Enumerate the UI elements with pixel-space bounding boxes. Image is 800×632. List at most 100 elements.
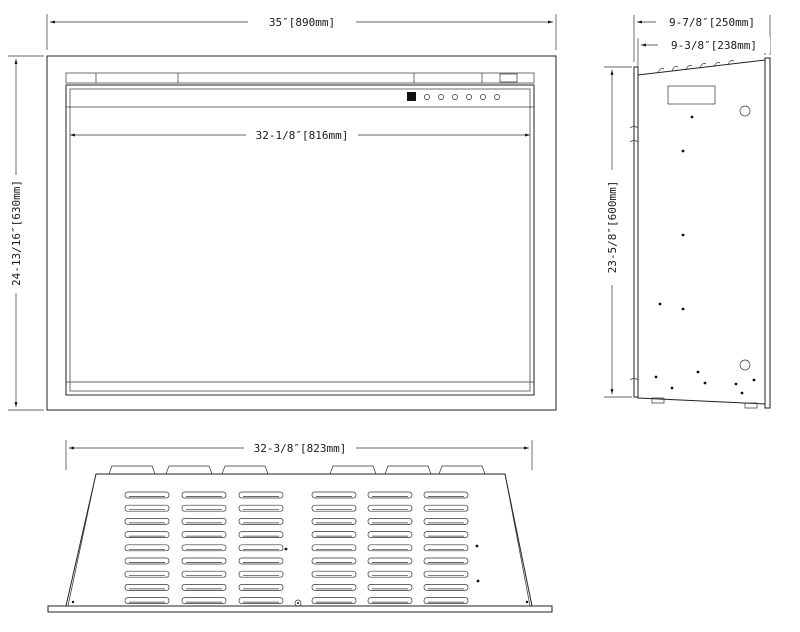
vent-slot bbox=[367, 557, 413, 565]
side-depth-body-label: 9-3/8″[238mm] bbox=[671, 39, 757, 52]
vent-slot bbox=[423, 504, 469, 512]
vent-slot bbox=[311, 557, 357, 565]
top-caps bbox=[108, 465, 486, 475]
power-button bbox=[494, 94, 500, 100]
control-button bbox=[466, 94, 472, 100]
side-front-face bbox=[633, 66, 639, 398]
vent-slot bbox=[367, 531, 413, 538]
vent-slot bbox=[238, 597, 284, 604]
vent-slot bbox=[124, 504, 170, 512]
vent-slot bbox=[181, 504, 227, 512]
top-center-screw bbox=[294, 599, 302, 607]
top-view: 32-3/8″[823mm] bbox=[47, 440, 553, 613]
front-top-trim bbox=[65, 72, 535, 84]
side-view: 9-7/8″[250mm] 9-3/8″[238mm] 23-5/8″[600m… bbox=[604, 14, 771, 409]
vent-slot bbox=[181, 557, 227, 565]
vent-slot bbox=[124, 557, 170, 565]
vent-slot bbox=[423, 544, 469, 552]
front-height-label: 24-13/16″[630mm] bbox=[10, 180, 23, 286]
vent-slot bbox=[181, 491, 227, 499]
vent-slot bbox=[423, 531, 469, 538]
side-foot bbox=[651, 397, 665, 404]
top-vent-slots bbox=[124, 491, 469, 604]
vent-slot bbox=[124, 570, 170, 578]
vent-slot bbox=[423, 518, 469, 525]
vent-slot bbox=[181, 584, 227, 591]
front-width-label: 35″[890mm] bbox=[269, 16, 335, 29]
vent-slot bbox=[181, 570, 227, 578]
dim-opening-width: 32-1/8″[816mm] bbox=[70, 127, 530, 143]
control-button bbox=[452, 94, 458, 100]
vent-slot bbox=[311, 531, 357, 538]
vent-slot bbox=[181, 531, 227, 538]
vent-slot bbox=[423, 597, 469, 604]
vent-slot bbox=[181, 518, 227, 525]
vent-slot bbox=[311, 584, 357, 591]
side-knockout-hole bbox=[739, 105, 751, 117]
vent-slot bbox=[367, 597, 413, 604]
dim-front-height: 24-13/16″[630mm] bbox=[8, 55, 44, 411]
side-rear-flange bbox=[764, 57, 771, 409]
vent-slot bbox=[238, 531, 284, 538]
vent-slot bbox=[423, 570, 469, 578]
vent-slot bbox=[311, 504, 357, 512]
top-width-label: 32-3/8″[823mm] bbox=[254, 442, 347, 455]
vent-slot bbox=[124, 597, 170, 604]
vent-slot bbox=[423, 491, 469, 499]
display-screen bbox=[407, 92, 416, 101]
vent-slot bbox=[181, 597, 227, 604]
vent-slot bbox=[124, 518, 170, 525]
vent-slot bbox=[124, 544, 170, 552]
control-button bbox=[480, 94, 486, 100]
dim-front-width: 35″[890mm] bbox=[46, 14, 557, 50]
side-label-plate bbox=[667, 85, 716, 105]
vent-slot bbox=[423, 584, 469, 591]
control-button bbox=[424, 94, 430, 100]
vent-slot bbox=[181, 544, 227, 552]
vent-slot bbox=[367, 504, 413, 512]
control-button bbox=[438, 94, 444, 100]
vent-slot bbox=[311, 518, 357, 525]
front-control-strip bbox=[65, 84, 535, 108]
vent-slot bbox=[124, 491, 170, 499]
front-glass-inner bbox=[69, 88, 531, 392]
side-body bbox=[637, 59, 766, 405]
vent-slot bbox=[238, 570, 284, 578]
vent-slot bbox=[367, 570, 413, 578]
front-view: 35″[890mm] 24-13/16″[630mm] 32-1/8″[816m… bbox=[8, 14, 557, 411]
side-screws bbox=[654, 115, 756, 395]
vent-slot bbox=[124, 584, 170, 591]
front-control-panel bbox=[407, 92, 500, 101]
top-body bbox=[65, 473, 533, 607]
opening-width-label: 32-1/8″[816mm] bbox=[256, 129, 349, 142]
vent-slot bbox=[238, 584, 284, 591]
vent-slot bbox=[367, 518, 413, 525]
top-base-plate bbox=[47, 605, 553, 613]
side-depth-overall-label: 9-7/8″[250mm] bbox=[669, 16, 755, 29]
side-height-label: 23-5/8″[600mm] bbox=[606, 181, 619, 274]
dim-side-height: 23-5/8″[600mm] bbox=[604, 66, 632, 398]
vent-slot bbox=[238, 544, 284, 552]
vent-slot bbox=[124, 531, 170, 538]
vent-slot bbox=[238, 518, 284, 525]
vent-slot bbox=[238, 504, 284, 512]
dim-top-width: 32-3/8″[823mm] bbox=[65, 440, 533, 470]
vent-slot bbox=[238, 491, 284, 499]
vent-slot bbox=[311, 491, 357, 499]
vent-slot bbox=[311, 570, 357, 578]
vent-slot bbox=[311, 597, 357, 604]
vent-slot bbox=[423, 557, 469, 565]
vent-slot bbox=[238, 557, 284, 565]
side-foot bbox=[744, 402, 758, 409]
vent-slot bbox=[367, 584, 413, 591]
dim-side-depth-body: 9-3/8″[238mm] bbox=[637, 37, 770, 70]
front-outer-frame bbox=[46, 55, 557, 411]
side-top-clips bbox=[657, 60, 735, 74]
dim-side-depth-overall: 9-7/8″[250mm] bbox=[633, 14, 771, 62]
vent-slot bbox=[367, 491, 413, 499]
vent-slot bbox=[311, 544, 357, 552]
side-knockout-hole bbox=[739, 359, 751, 371]
front-top-switch bbox=[499, 73, 518, 83]
